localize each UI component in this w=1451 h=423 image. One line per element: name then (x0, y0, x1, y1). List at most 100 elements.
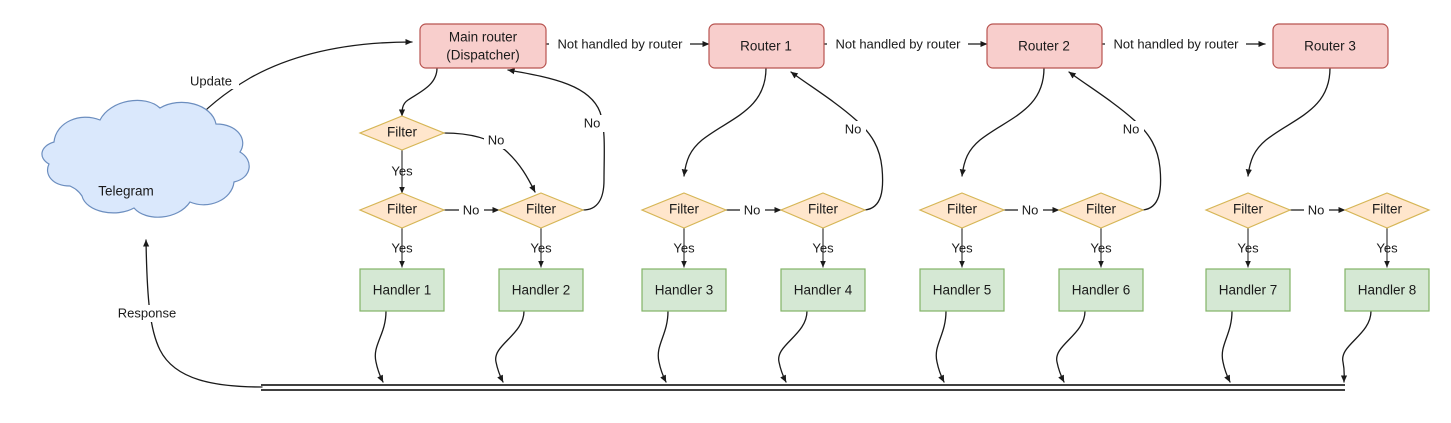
node-filter-a3[interactable]: Filter (497, 192, 585, 229)
cloud-icon (41, 99, 250, 218)
update-label-bg (183, 72, 239, 89)
handler-2-box (498, 268, 584, 312)
edge-label-not-handled-1: Not handled by router (557, 36, 683, 51)
router-3-box (1272, 23, 1389, 69)
handler-4-box (780, 268, 866, 312)
edge-filter-a1-no-to-filter-a3 (443, 132, 536, 193)
filter-a3-diamond (497, 192, 585, 229)
filter-a1-label: Filter (387, 125, 418, 140)
not-handled-3-bg (1105, 36, 1246, 53)
edge-label-no-b2: No (845, 121, 862, 136)
edge-label-no-d1: No (1308, 202, 1325, 217)
node-handler-2[interactable]: Handler 2 (498, 268, 584, 312)
node-handler-6[interactable]: Handler 6 (1058, 268, 1144, 312)
edge-handler-8-to-bus (1340, 310, 1372, 383)
edge-router2-to-filter-c1 (959, 67, 1045, 177)
not-handled-2-bg (827, 36, 968, 53)
handler-8-label: Handler 8 (1358, 283, 1417, 298)
handler-3-label: Handler 3 (655, 283, 714, 298)
node-router-3[interactable]: Router 3 (1272, 23, 1389, 69)
handler-1-label: Handler 1 (373, 283, 432, 298)
node-handler-5[interactable]: Handler 5 (919, 268, 1005, 312)
edge-label-no-a1: No (488, 132, 505, 147)
edge-router1-to-filter-b1 (681, 67, 767, 177)
no-label-c1-bg (1018, 202, 1043, 219)
filter-d2-diamond (1343, 192, 1431, 229)
filter-a2-label: Filter (387, 202, 418, 217)
handler-1-box (359, 268, 445, 312)
node-main-router[interactable]: Main router (Dispatcher) (419, 23, 547, 69)
edge-label-yes-a2: Yes (391, 240, 413, 255)
filter-a2-diamond (358, 192, 446, 229)
edge-label-no-c2: No (1123, 121, 1140, 136)
node-handler-8[interactable]: Handler 8 (1344, 268, 1430, 312)
telegram-label: Telegram (98, 184, 154, 199)
node-filter-b1[interactable]: Filter (640, 192, 728, 229)
router-1-box (708, 23, 825, 69)
main-router-label-line1: Main router (449, 30, 518, 45)
edge-label-yes-c2: Yes (1090, 240, 1112, 255)
main-router-label-line2: (Dispatcher) (446, 48, 520, 63)
edge-handler-2-to-bus (495, 310, 525, 383)
filter-b2-diamond (779, 192, 867, 229)
router-3-label: Router 3 (1304, 39, 1356, 54)
no-label-c2-bg (1119, 121, 1144, 138)
router-2-label: Router 2 (1018, 39, 1070, 54)
edge-handler-4-to-bus (778, 310, 808, 383)
no-label-a3-bg (580, 115, 605, 132)
node-handler-3[interactable]: Handler 3 (641, 268, 727, 312)
node-filter-c2[interactable]: Filter (1057, 192, 1145, 229)
edge-mainrouter-to-filter-a1 (398, 67, 438, 117)
edge-label-yes-d1: Yes (1237, 240, 1259, 255)
main-router-box (419, 23, 547, 69)
edge-label-response: Response (118, 305, 177, 320)
edge-label-no-a3: No (584, 115, 601, 130)
edge-label-yes-d2: Yes (1376, 240, 1398, 255)
handler-4-label: Handler 4 (794, 283, 853, 298)
edge-filter-c2-no-to-router2 (1068, 71, 1162, 211)
handler-2-label: Handler 2 (512, 283, 571, 298)
node-filter-a2[interactable]: Filter (358, 192, 446, 229)
edge-label-yes-b2: Yes (812, 240, 834, 255)
filter-b1-label: Filter (669, 202, 700, 217)
edge-label-not-handled-2: Not handled by router (835, 36, 961, 51)
edge-label-yes-b1: Yes (673, 240, 695, 255)
filter-d1-diamond (1204, 192, 1292, 229)
filter-c2-diamond (1057, 192, 1145, 229)
no-label-b2-bg (841, 121, 866, 138)
filter-d1-label: Filter (1233, 202, 1264, 217)
node-filter-a1[interactable]: Filter (358, 115, 446, 151)
handler-3-box (641, 268, 727, 312)
node-filter-b2[interactable]: Filter (779, 192, 867, 229)
not-handled-1-bg (549, 36, 690, 53)
no-label-a2-bg (459, 202, 484, 219)
filter-b2-label: Filter (808, 202, 839, 217)
edge-response (142, 239, 263, 388)
filter-c1-diamond (918, 192, 1006, 229)
edge-label-no-a2: No (463, 202, 480, 217)
node-router-1[interactable]: Router 1 (708, 23, 825, 69)
node-filter-d2[interactable]: Filter (1343, 192, 1431, 229)
no-label-a1-bg (484, 132, 509, 149)
node-handler-1[interactable]: Handler 1 (359, 268, 445, 312)
node-handler-4[interactable]: Handler 4 (780, 268, 866, 312)
filter-a3-label: Filter (526, 202, 557, 217)
node-filter-c1[interactable]: Filter (918, 192, 1006, 229)
edge-router3-to-filter-d1 (1245, 67, 1331, 177)
no-label-b1-bg (740, 202, 765, 219)
node-handler-7[interactable]: Handler 7 (1205, 268, 1291, 312)
telegram-cloud-node[interactable]: Telegram (41, 99, 250, 218)
handler-6-box (1058, 268, 1144, 312)
handler-6-label: Handler 6 (1072, 283, 1131, 298)
edge-handler-6-to-bus (1056, 310, 1086, 383)
node-router-2[interactable]: Router 2 (986, 23, 1103, 69)
edge-handler-3-to-bus (657, 310, 669, 383)
handler-7-box (1205, 268, 1291, 312)
filter-d2-label: Filter (1372, 202, 1403, 217)
filter-c1-label: Filter (947, 202, 978, 217)
edge-handler-1-to-bus (374, 310, 387, 383)
node-filter-d1[interactable]: Filter (1204, 192, 1292, 229)
edge-handler-5-to-bus (935, 310, 947, 383)
